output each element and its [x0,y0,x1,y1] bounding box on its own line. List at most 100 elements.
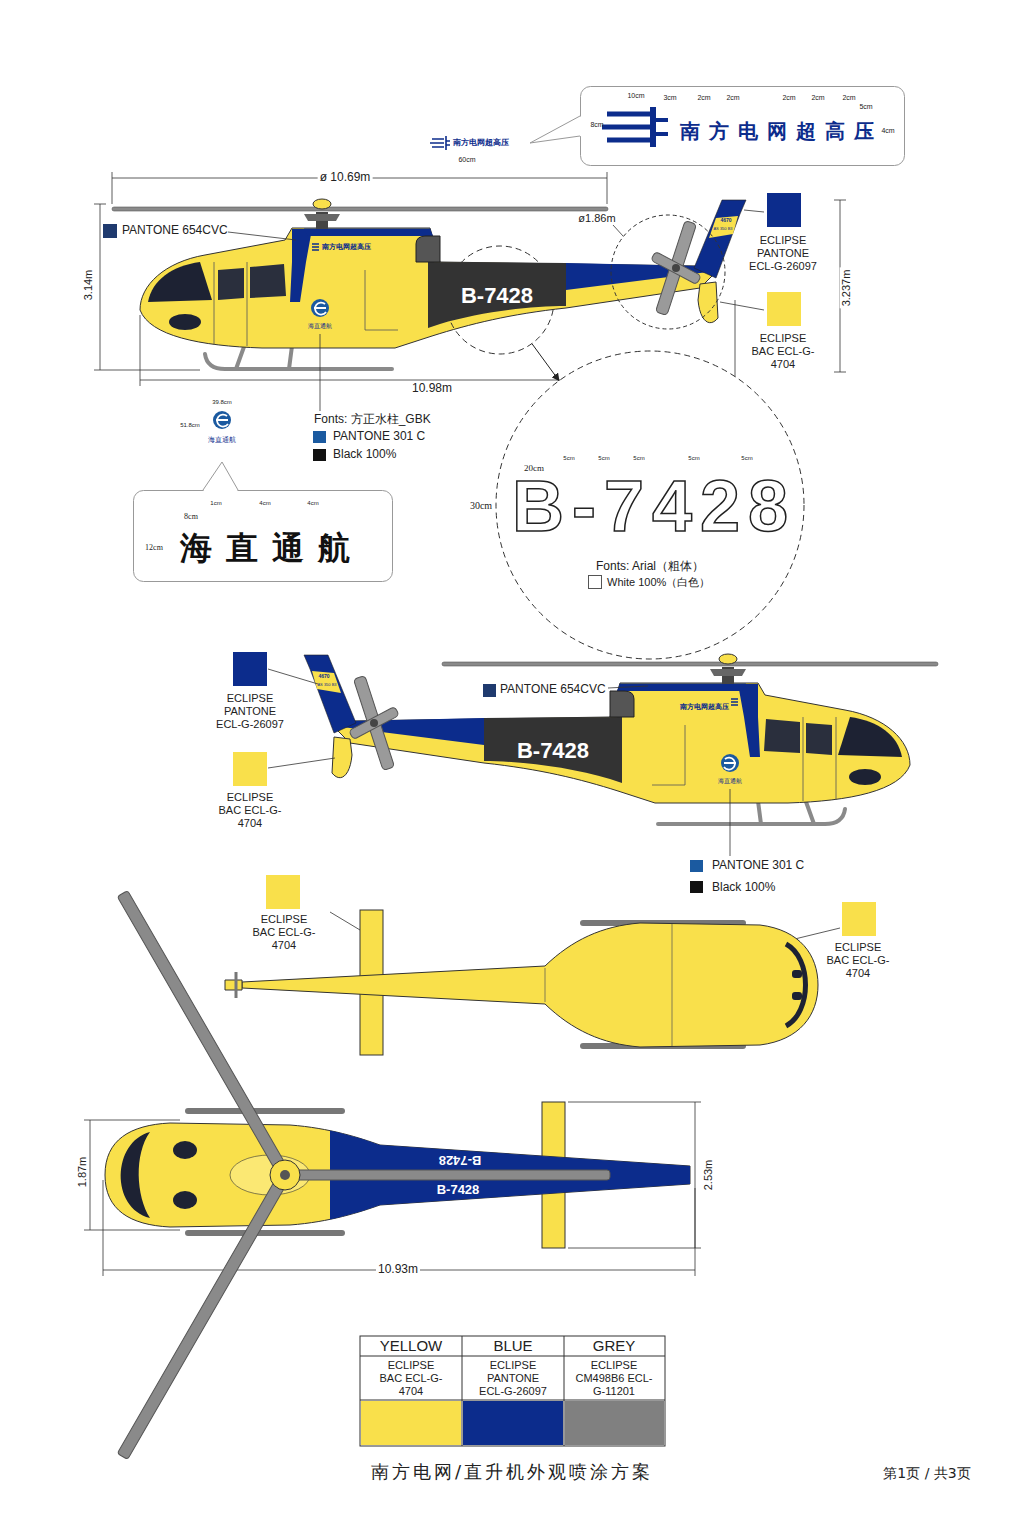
tail-rotor-circle [611,215,725,329]
tail-rotor-circle [611,215,725,329]
caption: 南方电网/直升机外观喷涂方案 [371,1460,653,1484]
drawing-label: 10.98m [410,382,454,396]
legend-text: ECLIPSE PANTONE ECL-G-26097 [743,234,823,273]
helicopter-top-view [225,980,242,990]
helicopter-top-view-rotor [121,1132,150,1218]
drawing-label: 南方电网超高压 [322,243,371,251]
logo-symbol [213,411,231,429]
legend-text: Black 100% [712,881,775,895]
color-swatch [767,193,801,227]
drawing-label: 39.8cm [212,399,232,406]
color-swatch [103,224,117,238]
helicopter-top-view-rotor [270,1160,300,1190]
legend-text: White 100%（白色） [607,576,710,589]
helicopter-top-view [792,992,802,1000]
drawing-label: 60cm [458,156,475,164]
drawing-label: 1.87m [76,1155,89,1190]
drawing-label: 10cm [627,92,644,100]
legend-text: ECLIPSE CM498B6 ECL-G-11201 [574,1359,654,1398]
color-table [360,1336,665,1446]
helicopter-top-view-rotor [280,1170,290,1180]
helicopter-top-view-rotor [117,1172,290,1459]
helicopter-right-side [304,654,938,824]
color-table [360,1336,665,1446]
logo-symbol [216,415,228,427]
leader-line [320,334,321,411]
drawing-label: 5cm [633,455,644,462]
color-swatch [842,902,876,936]
drawing-label: ø1.86m [578,212,615,225]
drawing-label: 4670 [720,218,731,224]
drawing-label: YELLOW [380,1337,443,1354]
drawing-label: B-7428 [439,1153,482,1168]
drawing-label: 5cm [598,455,609,462]
color-swatch [313,449,326,461]
drawing-label: 3.14m [82,268,95,303]
helicopter-top-view-rotor [185,1230,345,1236]
legend-text: Black 100% [333,448,396,462]
color-swatch [767,292,801,326]
node-text: Fonts: Arial（粗体） [596,560,704,574]
tail-rotor-circle [613,225,623,236]
helicopter-top-view [792,970,802,978]
drawing-label: 20cm [524,463,544,473]
color-table [360,1336,665,1446]
helicopter-left-side [112,199,746,369]
drawing-label: 4cm [881,127,894,135]
helicopter-top-view-rotor [105,891,700,1460]
drawing-label: 3cm [663,94,676,102]
color-swatch [483,684,496,697]
drawing-label: AS 350 B3 [317,683,336,688]
drawing-label: 南方电网超高压 [680,703,729,711]
drawing-label: 1cm [210,500,221,507]
color-swatch [690,860,703,872]
drawing-label: 4cm [259,500,270,507]
dimension-line [84,172,846,1276]
leader-arrow [532,344,559,381]
drawing-label: B-7428 [517,738,589,763]
drawing-label: 海直通航 [308,323,332,330]
drawing-label: 8cm [590,121,603,129]
drawing-label: 2cm [782,94,795,102]
helicopter-top-view-rotor [173,1191,197,1209]
leader-line [608,686,648,688]
color-swatch [361,1401,461,1445]
drawing-label: Fonts: 方正水柱_GBK [314,413,431,427]
leader-line [268,669,318,684]
drawing-label: 2cm [726,94,739,102]
drawing-label: ø 10.69m [318,171,373,185]
color-swatch [690,881,703,893]
leader-line [744,210,764,212]
leader-line [268,758,335,768]
color-swatch [313,431,326,443]
color-swatch [233,752,267,786]
drawing-label: 第1页 / 共3页 [883,1465,970,1481]
helicopter-top-view [225,910,818,1055]
drawing-label: 5cm [741,455,752,462]
legend-text: ECLIPSE BAC ECL-G-4704 [825,941,891,980]
helicopter-top-view-rotor [185,1108,345,1114]
legend-text: ECLIPSE PANTONE ECL-G-26097 [473,1359,553,1398]
drawing-label: 2cm [811,94,824,102]
drawing-label: 4cm [307,500,318,507]
drawing-label: 10.93m [376,1263,420,1277]
color-swatch [233,652,267,686]
legend-text: PANTONE 654CVC [500,683,606,697]
legend-text: PANTONE 654CVC [122,224,228,238]
legend-text: ECLIPSE PANTONE ECL-G-26097 [210,692,290,731]
legend-text: ECLIPSE BAC ECL-G-4704 [750,332,816,371]
color-swatch [266,875,300,909]
legend-text: PANTONE 301 C [333,430,425,444]
drawing-label: 2cm [697,94,710,102]
drawing-label: 5cm [859,103,872,111]
helicopter-top-view [545,924,672,1046]
node-text: B-7428 [461,283,533,308]
node-text: 海直通航 [180,530,364,567]
drawing-label: 海直通航 [718,778,742,785]
drawing-label: 5cm [563,455,574,462]
legend-text: ECLIPSE BAC ECL-G-4704 [378,1359,444,1398]
drawing-label: 3.237m [840,268,853,309]
helicopter-top-view-rotor [173,1141,197,1159]
node-text: B-7428 [512,465,796,548]
